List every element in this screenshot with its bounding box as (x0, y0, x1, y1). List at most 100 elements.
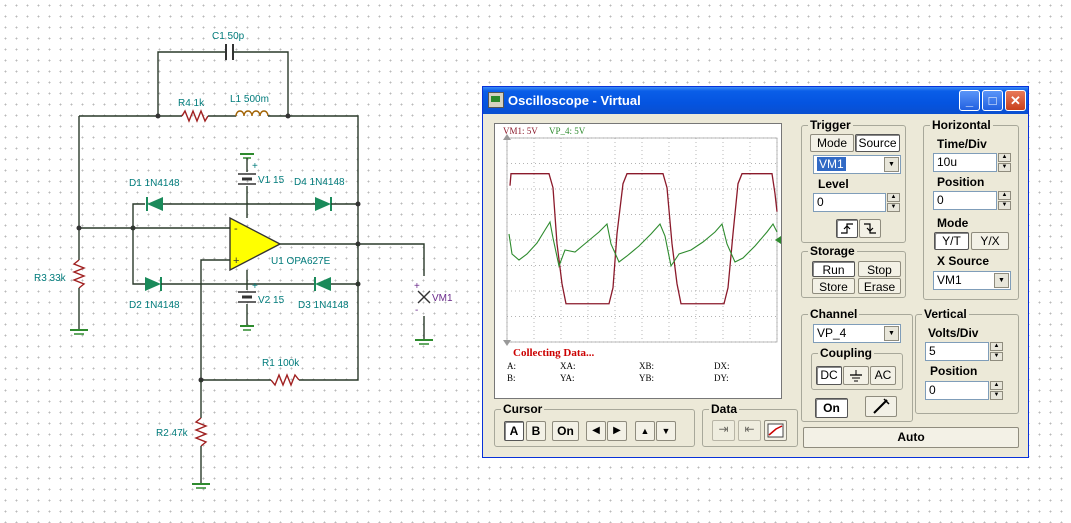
spin-up-icon[interactable]: ▲ (998, 153, 1011, 162)
trigger-source-button[interactable]: Source (855, 134, 900, 152)
channel-on-button[interactable]: On (815, 398, 848, 418)
coupling-ac-button[interactable]: AC (870, 366, 896, 385)
spin-up-icon[interactable]: ▲ (990, 342, 1003, 351)
maximize-button[interactable]: □ (982, 90, 1003, 111)
resistor-r3[interactable] (72, 259, 86, 289)
label-d4: D4 1N4148 (294, 177, 345, 188)
trigger-mode-button[interactable]: Mode (810, 134, 854, 152)
volts-div-input[interactable]: 5 (925, 342, 989, 361)
trigger-level-label: Level (818, 177, 849, 191)
trigger-level-value: 0 (817, 195, 824, 209)
wire-c1-left (157, 51, 226, 116)
opamp-u1[interactable] (229, 216, 282, 272)
vertical-position-stepper[interactable]: ▲▼ (990, 381, 1003, 400)
spin-up-icon[interactable]: ▲ (990, 381, 1003, 390)
chevron-down-icon[interactable]: ▼ (994, 273, 1009, 288)
label-d1: D1 1N4148 (129, 178, 180, 189)
horizontal-position-input[interactable]: 0 (933, 191, 997, 210)
resistor-r1[interactable] (270, 373, 300, 387)
trigger-level-marker-icon (775, 236, 781, 244)
spin-up-icon[interactable]: ▲ (887, 193, 900, 202)
inductor-l1[interactable] (235, 110, 269, 117)
readout-b: B: (507, 373, 516, 383)
spin-down-icon[interactable]: ▼ (990, 352, 1003, 361)
label-vm1: VM1 (432, 293, 453, 304)
spin-down-icon[interactable]: ▼ (990, 391, 1003, 400)
time-div-stepper[interactable]: ▲▼ (998, 153, 1011, 172)
window-titlebar[interactable]: Oscilloscope - Virtual _ □ ✕ (483, 87, 1028, 114)
wire-opamp-output (280, 243, 425, 276)
channel-select[interactable]: VP_4 ▼ (813, 324, 901, 343)
minimize-button[interactable]: _ (959, 90, 980, 111)
data-import-icon[interactable]: ⇥ (712, 420, 735, 441)
storage-stop-button[interactable]: Stop (858, 261, 901, 277)
ground-icon (850, 370, 862, 382)
x-source-select[interactable]: VM1 ▼ (933, 271, 1011, 290)
storage-erase-button[interactable]: Erase (858, 278, 901, 294)
cursor-a-button[interactable]: A (504, 421, 524, 441)
mode-yx-button[interactable]: Y/X (971, 232, 1009, 250)
chevron-down-icon[interactable]: ▼ (884, 326, 899, 341)
data-panel: Data ⇥ ⇤ (702, 402, 798, 447)
label-v1: V1 15 (258, 175, 285, 186)
spin-down-icon[interactable]: ▼ (998, 163, 1011, 172)
junction (355, 201, 361, 207)
readout-dx: DX: (714, 361, 730, 371)
readout-dy: DY: (714, 373, 729, 383)
wire-c1-right (233, 51, 289, 116)
trace-vp4 (508, 220, 778, 268)
diode-d3[interactable] (315, 277, 331, 291)
trigger-level-stepper[interactable]: ▲▼ (887, 193, 900, 212)
trigger-source-select[interactable]: VM1 ▼ (813, 155, 901, 174)
horizontal-panel: Horizontal Time/Div 10u ▲▼ Position 0 ▲▼… (923, 118, 1019, 300)
trigger-falling-edge-button[interactable] (859, 219, 881, 238)
time-div-input[interactable]: 10u (933, 153, 997, 172)
storage-run-button[interactable]: Run (812, 261, 855, 277)
auto-button[interactable]: Auto (803, 427, 1019, 448)
coupling-dc-button[interactable]: DC (816, 366, 842, 385)
resistor-r4[interactable] (181, 109, 209, 123)
channel-a-scale-label: VM1: 5V (503, 126, 538, 136)
spin-up-icon[interactable]: ▲ (998, 191, 1011, 200)
spin-down-icon[interactable]: ▼ (998, 201, 1011, 210)
cursor-right-icon[interactable]: ▶ (607, 421, 627, 441)
trigger-title: Trigger (808, 118, 853, 132)
cursor-on-button[interactable]: On (552, 421, 579, 441)
x-source-value: VM1 (937, 273, 962, 287)
trigger-source-value: VM1 (817, 157, 846, 171)
probe-color-button[interactable] (865, 396, 897, 417)
channel-panel: Channel VP_4 ▼ Coupling DC AC On (801, 307, 913, 422)
close-button[interactable]: ✕ (1005, 90, 1026, 111)
junction (155, 113, 161, 119)
mode-yt-button[interactable]: Y/T (934, 232, 969, 250)
diode-d4[interactable] (315, 197, 331, 211)
cursor-left-icon[interactable]: ◀ (586, 421, 606, 441)
vertical-position-input[interactable]: 0 (925, 381, 989, 400)
cursor-up-icon[interactable]: ▲ (635, 421, 655, 441)
diode-d1[interactable] (147, 197, 163, 211)
trigger-level-input[interactable]: 0 (813, 193, 886, 212)
coupling-ground-button[interactable] (843, 366, 869, 385)
label-d3: D3 1N4148 (298, 300, 349, 311)
diode-d2[interactable] (145, 277, 161, 291)
data-plot-button[interactable] (764, 420, 787, 441)
cursor-down-icon[interactable]: ▼ (656, 421, 676, 441)
spin-down-icon[interactable]: ▼ (887, 203, 900, 212)
volts-div-stepper[interactable]: ▲▼ (990, 342, 1003, 361)
wire-d2-left (132, 228, 145, 285)
chevron-down-icon[interactable]: ▼ (884, 157, 899, 172)
y-axis-marker-icon (503, 340, 511, 346)
coupling-title: Coupling (818, 346, 874, 360)
scope-display[interactable]: VM1: 5V VP_4: 5V Collecting Data... A: X… (494, 123, 782, 399)
trigger-rising-edge-button[interactable] (836, 219, 858, 238)
cursor-b-button[interactable]: B (526, 421, 546, 441)
horizontal-position-stepper[interactable]: ▲▼ (998, 191, 1011, 210)
trace-vm1 (509, 173, 778, 305)
data-export-icon[interactable]: ⇤ (738, 420, 761, 441)
storage-store-button[interactable]: Store (812, 278, 855, 294)
falling-edge-icon (864, 223, 876, 234)
horizontal-position-label: Position (937, 175, 985, 189)
rising-edge-icon (841, 223, 853, 234)
label-r1: R1 100k (262, 358, 300, 369)
resistor-r2[interactable] (194, 417, 208, 447)
